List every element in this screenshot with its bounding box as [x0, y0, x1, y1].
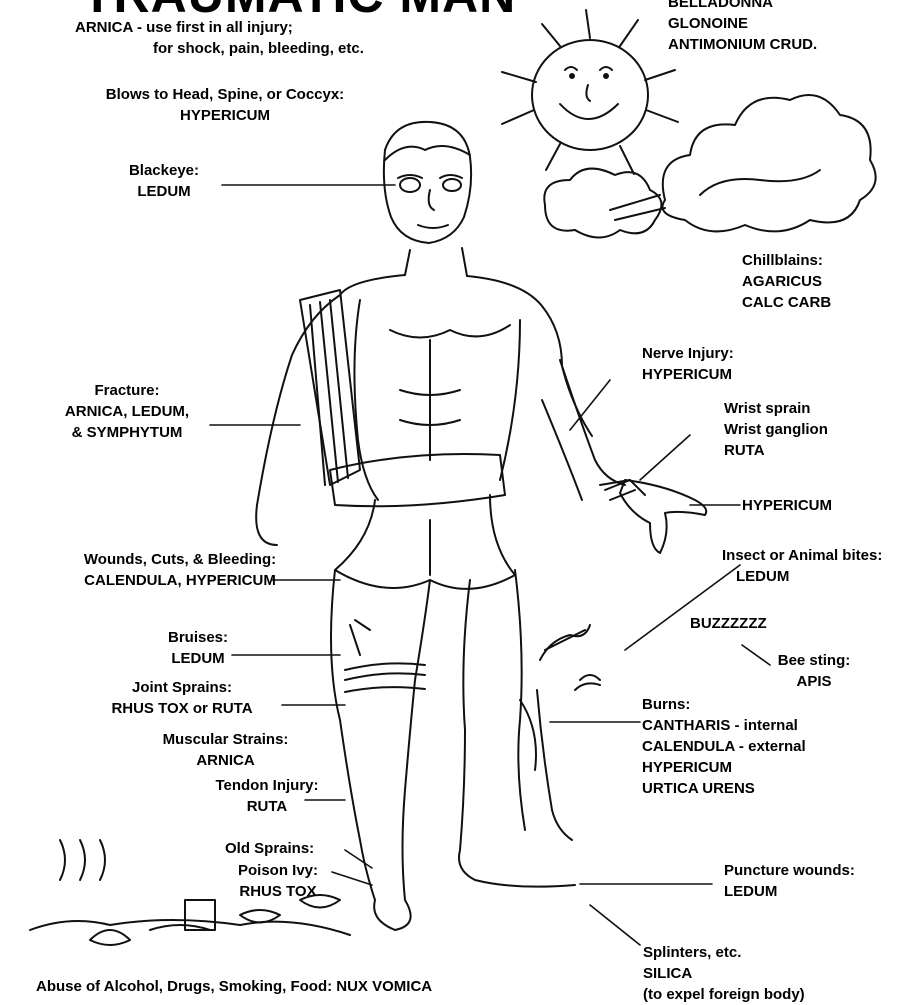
chillblains-remedy: CALC CARB — [742, 292, 831, 313]
insect-heading: Insect or Animal bites: — [722, 545, 882, 566]
wrist-label: Wrist sprain Wrist ganglion RUTA — [724, 398, 828, 461]
insect-icon — [537, 625, 600, 840]
burns-heading: Burns: — [642, 694, 806, 715]
joint-label: Joint Sprains: RHUS TOX or RUTA — [80, 677, 284, 719]
cloud-icon — [544, 95, 875, 238]
blackeye-remedy: LEDUM — [112, 181, 216, 202]
hand-remedy: HYPERICUM — [742, 495, 832, 516]
burns-remedy: HYPERICUM — [642, 757, 806, 778]
bee-heading: Bee sting: — [764, 650, 864, 671]
puncture-heading: Puncture wounds: — [724, 860, 855, 881]
splinters-label: Splinters, etc. SILICA (to expel foreign… — [643, 942, 805, 1005]
nerve-remedy: HYPERICUM — [642, 364, 734, 385]
chillblains-label: Chillblains: AGARICUS CALC CARB — [742, 250, 831, 313]
head-label: Blows to Head, Spine, or Coccyx: HYPERIC… — [74, 84, 376, 126]
splinters-heading: Splinters, etc. — [643, 942, 805, 963]
chillblains-remedy: AGARICUS — [742, 271, 831, 292]
tendon-label: Tendon Injury: RUTA — [198, 775, 336, 817]
sun-remedy: BELLADONNA — [668, 0, 817, 13]
fracture-heading: Fracture: — [32, 380, 222, 401]
burns-remedy: CALENDULA - external — [642, 736, 806, 757]
head-remedy: HYPERICUM — [74, 105, 376, 126]
fracture-label: Fracture: ARNICA, LEDUM, & SYMPHYTUM — [32, 380, 222, 443]
puncture-label: Puncture wounds: LEDUM — [724, 860, 855, 902]
burns-label: Burns: CANTHARIS - internal CALENDULA - … — [642, 694, 806, 799]
wrist-line1: Wrist sprain — [724, 398, 828, 419]
fracture-line1: ARNICA, LEDUM, — [32, 401, 222, 422]
nerve-heading: Nerve Injury: — [642, 343, 734, 364]
sun-remedy: ANTIMONIUM CRUD. — [668, 34, 817, 55]
splinters-remedy: SILICA — [643, 963, 805, 984]
bee-remedy: APIS — [764, 671, 864, 692]
sun-remedies: BELLADONNA GLONOINE ANTIMONIUM CRUD. — [668, 0, 817, 55]
wounds-remedy: CALENDULA, HYPERICUM — [55, 570, 305, 591]
puncture-remedy: LEDUM — [724, 881, 855, 902]
burns-remedy: CANTHARIS - internal — [642, 715, 806, 736]
bruises-heading: Bruises: — [158, 627, 238, 648]
wrist-remedy: RUTA — [724, 440, 828, 461]
chillblains-heading: Chillblains: — [742, 250, 831, 271]
blackeye-label: Blackeye: LEDUM — [112, 160, 216, 202]
poison-remedy: RHUS TOX — [218, 881, 338, 902]
tendon-heading: Tendon Injury: — [198, 775, 336, 796]
insect-label: Insect or Animal bites: LEDUM — [722, 545, 882, 587]
joint-remedy: RHUS TOX or RUTA — [80, 698, 284, 719]
fracture-line2: & SYMPHYTUM — [32, 422, 222, 443]
wounds-heading: Wounds, Cuts, & Bleeding: — [55, 549, 305, 570]
insect-remedy: LEDUM — [722, 566, 882, 587]
arnica-line2: for shock, pain, bleeding, etc. — [75, 38, 364, 59]
joint-heading: Joint Sprains: — [80, 677, 284, 698]
bruises-remedy: LEDUM — [158, 648, 238, 669]
sun-remedy: GLONOINE — [668, 13, 817, 34]
poison-heading: Poison Ivy: — [218, 860, 338, 881]
muscular-remedy: ARNICA — [143, 750, 308, 771]
bruises-label: Bruises: LEDUM — [158, 627, 238, 669]
nerve-label: Nerve Injury: HYPERICUM — [642, 343, 734, 385]
blackeye-heading: Blackeye: — [112, 160, 216, 181]
splinters-note: (to expel foreign body) — [643, 984, 805, 1005]
buzz-label: BUZZZZZZ — [690, 613, 767, 634]
head-heading: Blows to Head, Spine, or Coccyx: — [74, 84, 376, 105]
sun-icon — [502, 10, 678, 174]
bee-label: Bee sting: APIS — [764, 650, 864, 692]
wrist-line2: Wrist ganglion — [724, 419, 828, 440]
arnica-line1: ARNICA - use first in all injury; — [75, 17, 364, 38]
poison-label: Poison Ivy: RHUS TOX — [218, 860, 338, 902]
tendon-remedy: RUTA — [198, 796, 336, 817]
burns-remedy: URTICA URENS — [642, 778, 806, 799]
wounds-label: Wounds, Cuts, & Bleeding: CALENDULA, HYP… — [55, 549, 305, 591]
muscular-heading: Muscular Strains: — [143, 729, 308, 750]
muscular-label: Muscular Strains: ARNICA — [143, 729, 308, 771]
old-sprains-label: Old Sprains: — [225, 838, 314, 859]
arnica-label: ARNICA - use first in all injury; for sh… — [75, 17, 364, 59]
